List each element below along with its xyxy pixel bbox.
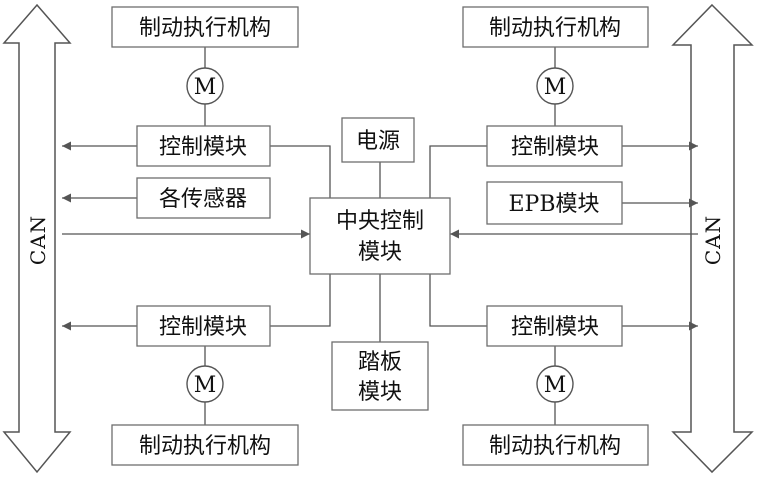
motor-bottom-left: M bbox=[186, 365, 224, 403]
control-module-top-left: 控制模块 bbox=[136, 125, 271, 167]
control-module-bottom-left: 控制模块 bbox=[136, 305, 271, 347]
actuator-label: 制动执行机构 bbox=[139, 434, 271, 459]
pedal-label-line1: 踏板 bbox=[358, 350, 402, 375]
actuator-bottom-left: 制动执行机构 bbox=[111, 424, 299, 466]
motor-label: M bbox=[194, 373, 217, 398]
motor-top-right: M bbox=[536, 67, 574, 105]
control-module-top-right: 控制模块 bbox=[486, 125, 623, 167]
epb-module: EPB模块 bbox=[486, 181, 623, 225]
actuator-label: 制动执行机构 bbox=[489, 16, 621, 41]
central-label-line2: 模块 bbox=[358, 240, 402, 265]
control-module-label: 控制模块 bbox=[159, 315, 247, 340]
pedal-module: 踏板 模块 bbox=[331, 341, 429, 411]
sensors-module: 各传感器 bbox=[136, 177, 271, 219]
control-module-label: 控制模块 bbox=[159, 135, 247, 160]
control-module-bottom-right: 控制模块 bbox=[486, 305, 623, 347]
can-bus-right: CAN bbox=[671, 3, 754, 474]
can-bus-left: CAN bbox=[2, 3, 72, 474]
control-module-label: 控制模块 bbox=[511, 315, 599, 340]
actuator-top-right: 制动执行机构 bbox=[462, 6, 649, 48]
can-label-left: CAN bbox=[26, 215, 50, 265]
motor-label: M bbox=[194, 75, 217, 100]
control-module-label: 控制模块 bbox=[511, 135, 599, 160]
actuator-top-left: 制动执行机构 bbox=[111, 6, 299, 48]
sensors-label: 各传感器 bbox=[159, 187, 247, 212]
connections bbox=[62, 47, 698, 425]
epb-label: EPB模块 bbox=[508, 192, 599, 217]
actuator-bottom-right: 制动执行机构 bbox=[462, 424, 649, 466]
pedal-label-line2: 模块 bbox=[358, 380, 402, 405]
motor-top-left: M bbox=[186, 67, 224, 105]
can-label-right: CAN bbox=[701, 215, 725, 265]
central-label-line1: 中央控制 bbox=[336, 209, 424, 234]
actuator-label: 制动执行机构 bbox=[489, 434, 621, 459]
motor-bottom-right: M bbox=[536, 365, 574, 403]
motor-label: M bbox=[544, 75, 567, 100]
power-label: 电源 bbox=[356, 129, 400, 154]
power-module: 电源 bbox=[341, 117, 415, 163]
central-control-module: 中央控制 模块 bbox=[309, 197, 451, 275]
motor-label: M bbox=[544, 373, 567, 398]
actuator-label: 制动执行机构 bbox=[139, 16, 271, 41]
